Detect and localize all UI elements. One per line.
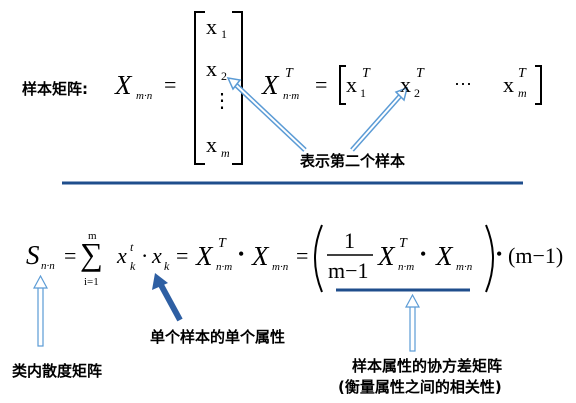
xt-symbol: X — [262, 70, 279, 100]
column-xm: x — [206, 132, 217, 157]
big-right-paren — [485, 224, 494, 293]
arrow-to-s — [32, 274, 49, 347]
arrow-to-column-x2 — [226, 77, 307, 152]
inner-bullet: • — [420, 244, 427, 264]
xk-t-sup: t — [130, 240, 134, 254]
column-x2-sub: 2 — [221, 69, 227, 83]
sum-bottom: i=1 — [84, 276, 99, 288]
inner-xt-sup: T — [399, 236, 407, 251]
row-x2-sup: T — [416, 66, 424, 81]
xk-t-sub: k — [130, 259, 136, 273]
fraction-denominator: m−1 — [328, 258, 369, 283]
xk-t: x — [117, 243, 127, 268]
x-sub-2: m·n — [272, 261, 289, 273]
xt-sub-2: n·m — [216, 261, 233, 273]
x-subscript: m·n — [136, 90, 153, 102]
row-left-bracket — [339, 65, 346, 105]
row-xm: x — [503, 72, 514, 97]
equals-sign-2: = — [315, 72, 328, 97]
equals-sign: = — [164, 72, 177, 97]
row-x2: x — [400, 72, 411, 97]
left-bracket — [194, 11, 205, 165]
covariance-label: 样本属性的协方差矩阵 — [352, 357, 503, 375]
inner-x: X — [436, 241, 453, 271]
xk: x — [152, 243, 162, 268]
big-left-paren — [314, 224, 323, 293]
row-xm-sub: m — [518, 86, 527, 100]
equals-sign-4: = — [176, 243, 189, 268]
x-symbol: X — [115, 70, 132, 100]
column-x1-sub: 1 — [221, 27, 227, 41]
covariance-note: (衡量属性之间的相关性) — [338, 378, 502, 396]
xt-sup-2: T — [218, 236, 226, 251]
xt-sup: T — [285, 66, 293, 81]
column-vdots: ⋮ — [212, 90, 232, 112]
equals-sign-3: = — [64, 243, 77, 268]
xt-symbol-2: X — [196, 241, 213, 271]
sum-sign: ∑ — [80, 236, 103, 272]
row-ellipsis: ⋯ — [454, 74, 472, 94]
inner-xt: X — [378, 241, 395, 271]
within-class-label: 类内散度矩阵 — [12, 362, 103, 380]
column-x1: x — [206, 14, 217, 39]
equals-sign-5: = — [296, 243, 309, 268]
second-sample-label: 表示第二个样本 — [300, 152, 406, 170]
sum-top: m — [88, 230, 97, 242]
row-x1-sub: 1 — [360, 86, 366, 100]
bullet-1: • — [238, 244, 245, 264]
center-dot: · — [141, 243, 149, 268]
s-symbol: S — [26, 240, 40, 270]
arrow-to-xk — [152, 273, 183, 322]
sample-matrix-label: 样本矩阵: — [22, 80, 88, 98]
row-x2-sub: 2 — [414, 86, 420, 100]
arrow-to-row-x2 — [350, 86, 409, 152]
xk-sub: k — [164, 259, 170, 273]
row-xm-sup: T — [518, 66, 526, 81]
inner-x-sub: m·n — [456, 261, 473, 273]
s-subscript: n·n — [41, 260, 55, 272]
fraction-numerator: 1 — [344, 228, 355, 253]
outer-bullet: • — [496, 244, 503, 264]
x-symbol-2: X — [252, 241, 269, 271]
row-x1: x — [346, 72, 357, 97]
column-xm-sub: m — [221, 146, 230, 160]
tail-term: (m−1) — [508, 243, 564, 268]
column-x2: x — [206, 56, 217, 81]
single-attribute-label: 单个样本的单个属性 — [150, 328, 286, 346]
xt-sub: n·m — [283, 90, 300, 102]
inner-xt-sub: n·m — [398, 261, 415, 273]
arrow-to-covariance — [404, 293, 421, 352]
row-right-bracket — [535, 65, 542, 105]
row-x1-sup: T — [362, 66, 370, 81]
